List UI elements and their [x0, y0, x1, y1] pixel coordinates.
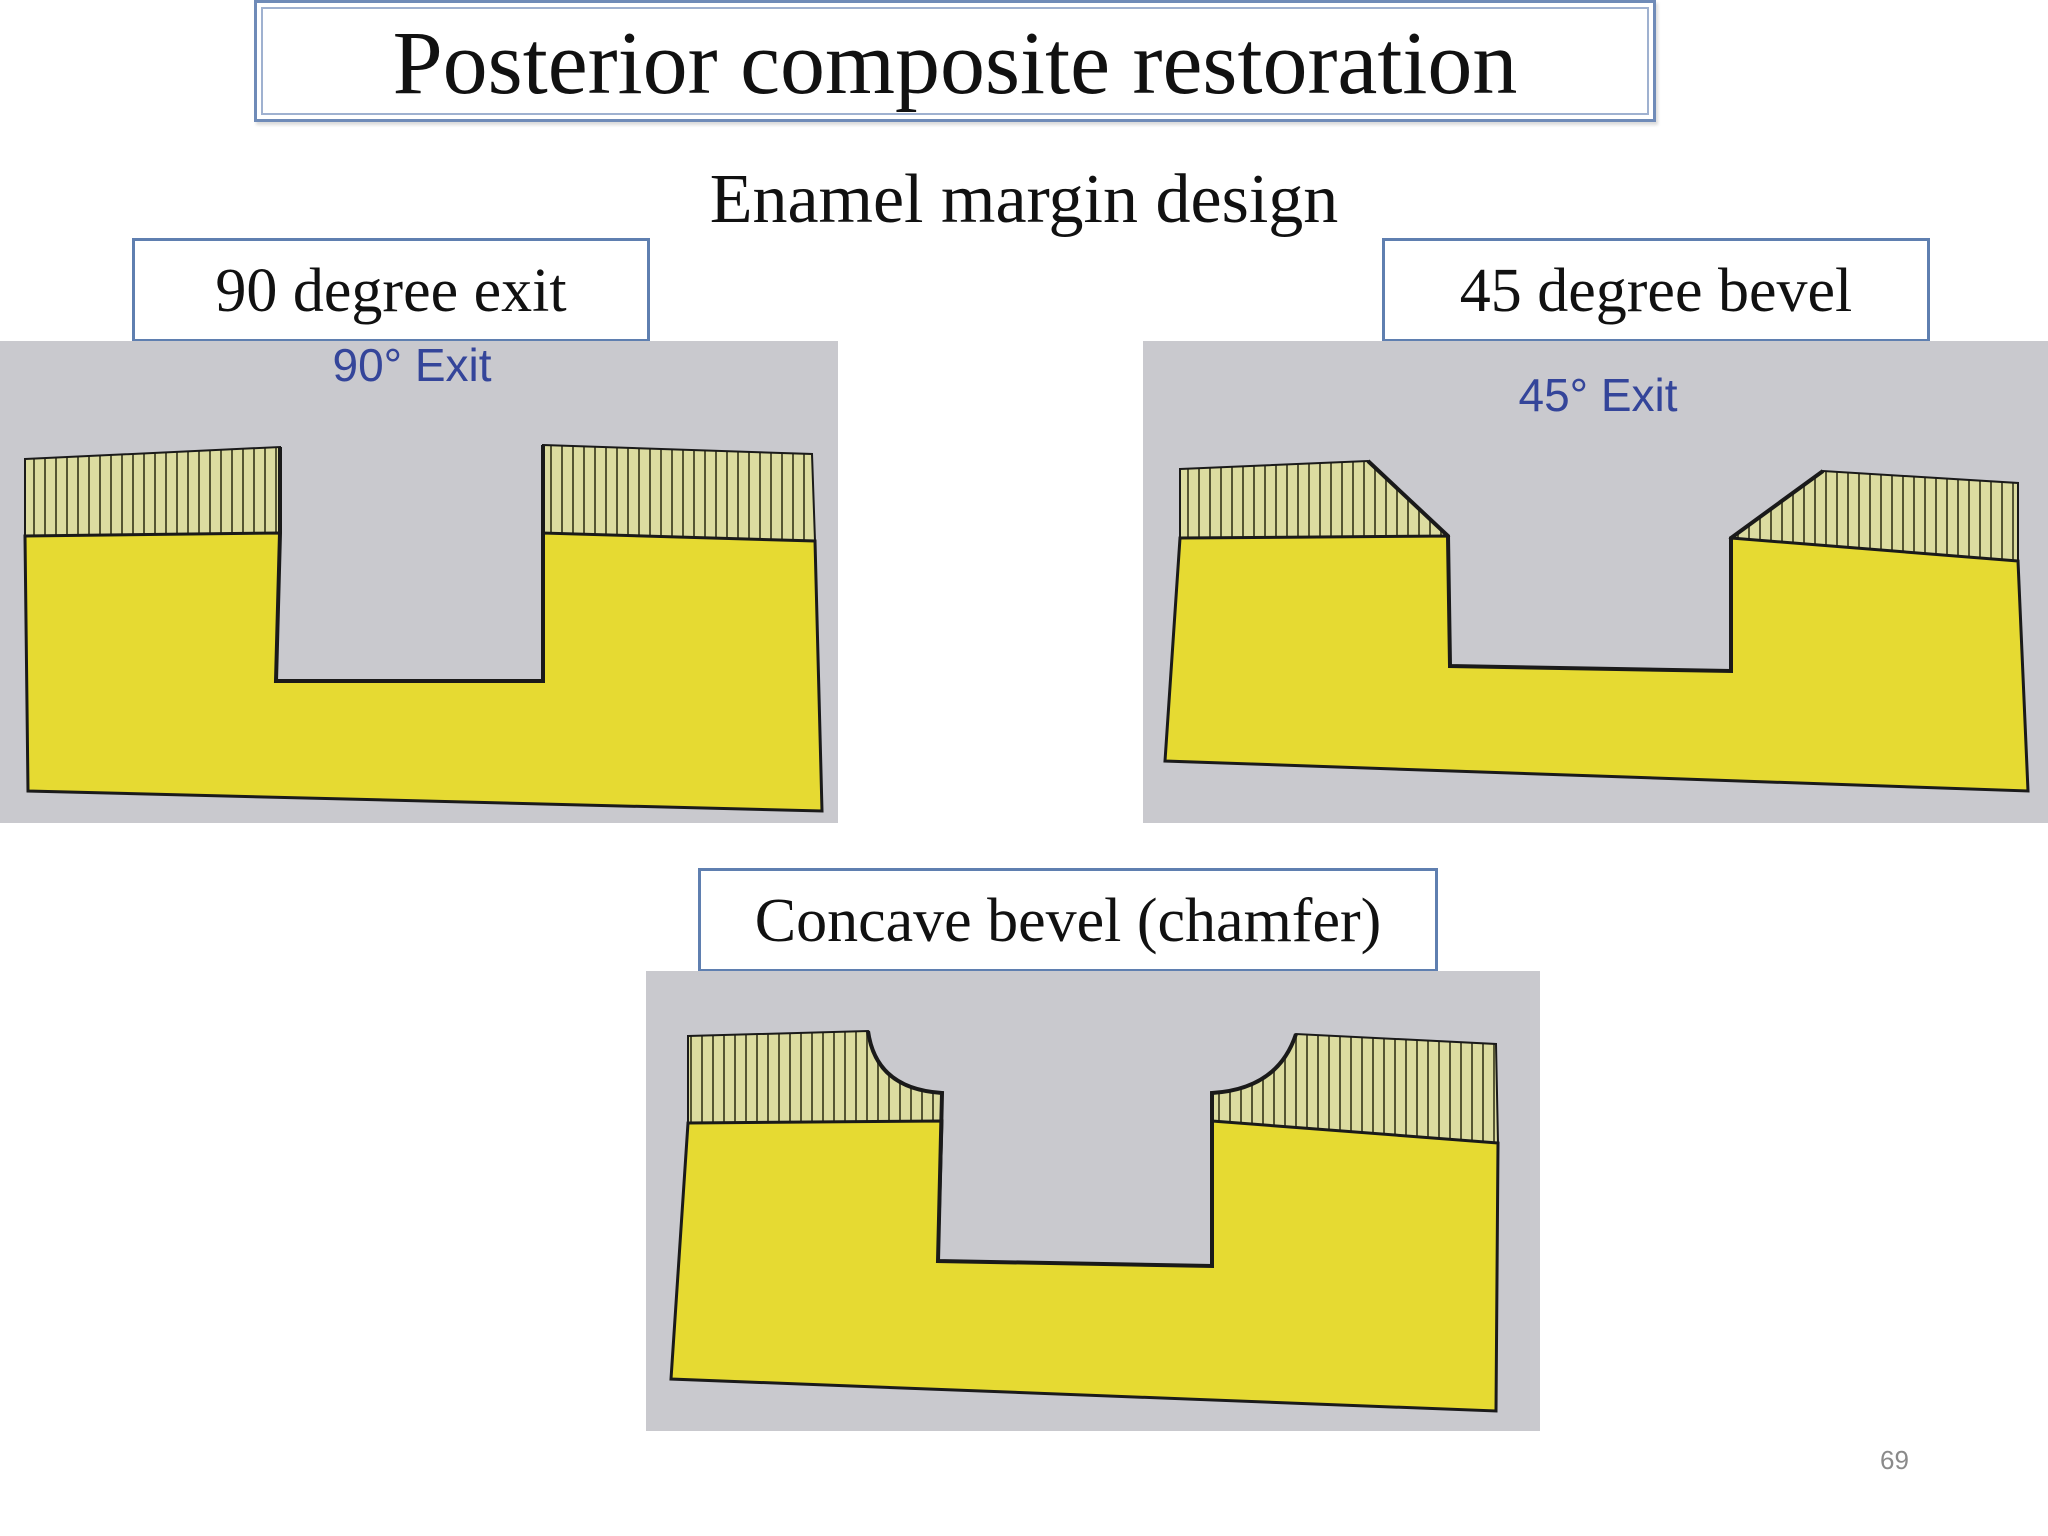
cavity-outline	[273, 445, 545, 683]
enamel-left	[24, 445, 281, 538]
label-90-degree-exit-text: 90 degree exit	[215, 257, 567, 325]
cavity-outline	[866, 1030, 1298, 1269]
label-concave-bevel: Concave bevel (chamfer)	[698, 868, 1438, 972]
diagram-concave-bevel	[646, 971, 1540, 1431]
page-number: 69	[1880, 1445, 1909, 1475]
diagram-90-degree-exit: 90° Exit	[0, 341, 838, 823]
label-90-degree-exit: 90 degree exit	[132, 238, 650, 342]
enamel-right	[542, 443, 817, 543]
slide-subtitle: Enamel margin design	[709, 161, 1339, 238]
label-concave-bevel-text: Concave bevel (chamfer)	[754, 887, 1382, 955]
svg-45-degree-bevel: 45° Exit	[1143, 341, 2048, 823]
slide-title: Posterior composite restoration	[392, 14, 1518, 113]
label-45-degree-bevel-text: 45 degree bevel	[1459, 257, 1853, 325]
cavity-outline	[1366, 459, 1825, 674]
svg-90-degree-exit: 90° Exit	[0, 341, 838, 823]
caption-90-exit: 90° Exit	[332, 341, 491, 391]
label-45-degree-bevel: 45 degree bevel	[1382, 238, 1930, 342]
caption-45-exit: 45° Exit	[1518, 369, 1677, 421]
diagram-45-degree-bevel: 45° Exit	[1143, 341, 2048, 823]
title-box: Posterior composite restoration	[254, 0, 1656, 122]
svg-concave-bevel	[646, 971, 1540, 1431]
